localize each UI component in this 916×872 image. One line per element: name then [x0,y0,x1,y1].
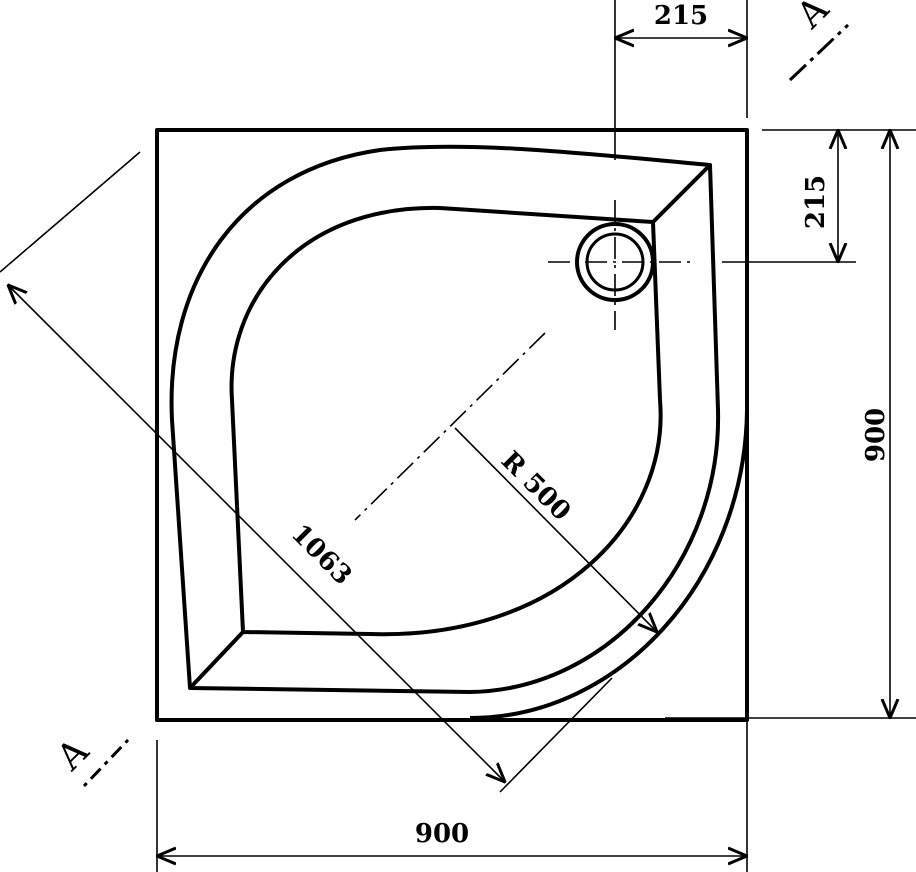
diagonal-ext-1 [0,151,141,273]
bevel-bottom-left [188,630,245,690]
radius-dimension-line [454,427,657,632]
top-offset-label: 215 [654,1,708,31]
section-line-bottom [82,738,130,788]
width-label: 900 [415,819,469,849]
tray-rim-contour [169,144,721,694]
radius-label: R 500 [495,446,576,527]
diagonal-ext-2 [499,677,613,793]
section-centerline [354,332,546,521]
section-mark-top: A [789,0,838,37]
diagonal-dimension-line [8,285,505,782]
section-mark-bottom: A [49,730,98,779]
base-arc [469,409,749,720]
section-line-top [788,23,850,82]
diagonal-label: 1063 [285,519,357,591]
bevel-top-right [651,163,712,224]
right-offset-label: 215 [801,175,831,229]
height-label: 900 [861,408,891,462]
